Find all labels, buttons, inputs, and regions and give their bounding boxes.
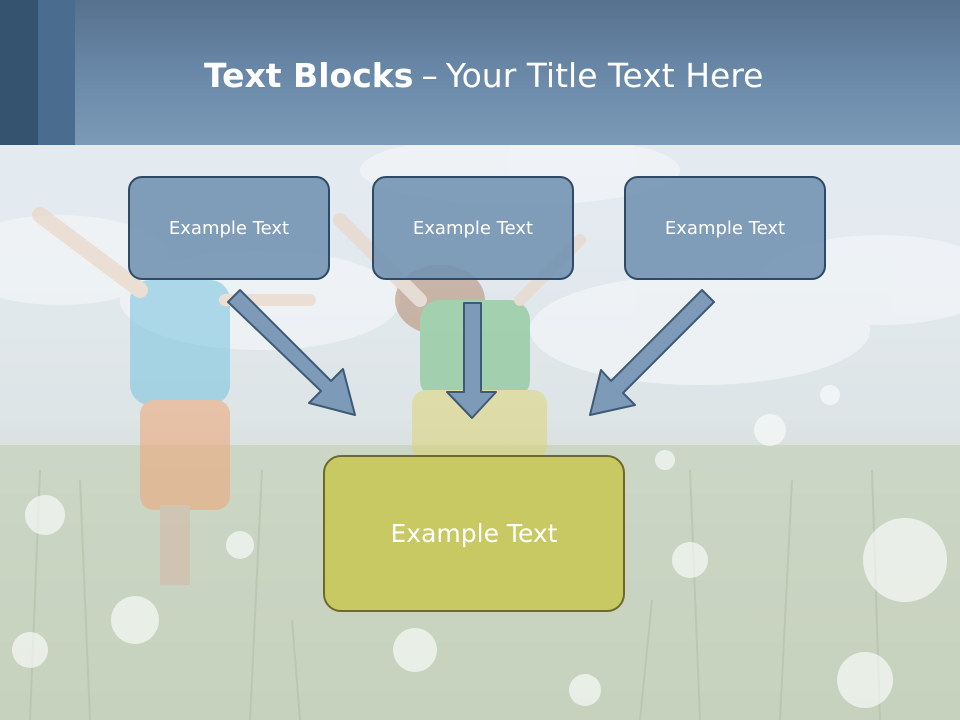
arrow-left <box>227 289 356 416</box>
arrow-right <box>589 289 715 416</box>
text-block-result-label: Example Text <box>390 519 558 548</box>
slide-title: Text Blocks–Your Title Text Here <box>204 52 764 102</box>
text-block-right[interactable]: Example Text <box>624 176 826 280</box>
title-dash: – <box>421 56 438 95</box>
text-block-left[interactable]: Example Text <box>128 176 330 280</box>
dandelions <box>12 385 947 708</box>
text-block-left-label: Example Text <box>168 217 290 239</box>
arrow-middle <box>446 302 497 419</box>
text-block-result[interactable]: Example Text <box>323 455 625 612</box>
title-rest: Your Title Text Here <box>445 56 764 95</box>
header-accent-mid <box>38 0 75 145</box>
header-accent-dark <box>0 0 38 145</box>
title-bar <box>0 0 960 145</box>
title-bold-part: Text Blocks <box>204 56 414 95</box>
text-block-right-label: Example Text <box>664 217 786 239</box>
child-left <box>32 207 316 585</box>
text-block-middle-label: Example Text <box>412 217 534 239</box>
text-block-middle[interactable]: Example Text <box>372 176 574 280</box>
